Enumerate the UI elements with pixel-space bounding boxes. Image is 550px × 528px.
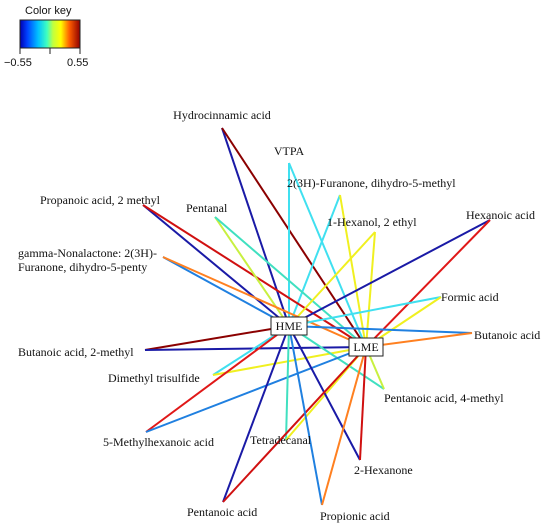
edge-lme-vtpa <box>288 162 367 348</box>
edge-hme-hexanoic <box>288 219 491 327</box>
color-key-title: Color key <box>25 5 72 17</box>
edge-lme-butanoic <box>365 332 473 348</box>
node-label-pentanoic: Pentanoic acid <box>187 505 257 519</box>
node-label-hexanone: 2-Hexanone <box>354 463 413 477</box>
edge-lme-furanone <box>339 194 367 348</box>
edge-hme-formic <box>288 296 442 327</box>
edge-hme-butanoic2m <box>144 325 290 351</box>
edge-hme-propanoic2m <box>142 204 290 327</box>
edge-hme-propionic <box>288 325 323 506</box>
node-label-gamma: gamma-Nonalactone: 2(3H)- <box>18 246 157 260</box>
edge-hme-pentanoic <box>222 325 290 503</box>
edge-lme-dimethyl <box>212 346 367 376</box>
node-label-hydrocinnamic: Hydrocinnamic acid <box>173 108 271 122</box>
edge-hme-hexanol <box>288 231 376 327</box>
edge-lme-pentanal <box>214 216 367 348</box>
color-key-min-label: −0.55 <box>4 57 32 69</box>
edge-hme-butanoic <box>288 325 473 334</box>
node-label-hexanoic: Hexanoic acid <box>466 208 535 222</box>
hub-lme: LME <box>348 337 384 357</box>
node-label-gamma-line2: Furanone, dihydro-5-penty <box>18 260 147 274</box>
node-label-pentanal: Pentanal <box>186 201 228 215</box>
edge-lme-gamma <box>162 256 367 348</box>
hub-nodes: HME LME <box>270 316 384 357</box>
edge-hme-tetradecanal <box>285 325 290 441</box>
node-label-furanone: 2(3H)-Furanone, dihydro-5-methyl <box>287 176 456 190</box>
node-label-hexanol: 1-Hexanol, 2 ethyl <box>327 215 417 229</box>
edge-hme-hydrocinnamic <box>221 127 290 327</box>
edge-lme-hexanone <box>359 346 367 461</box>
node-label-formic: Formic acid <box>441 290 499 304</box>
edge-lme-hexanol <box>365 231 376 348</box>
node-label-dimethyl: Dimethyl trisulfide <box>108 371 200 385</box>
color-key-max-label: 0.55 <box>67 57 88 69</box>
edge-lme-hydrocinnamic <box>221 127 367 348</box>
edge-lme-pentanoic <box>222 346 367 503</box>
color-key-bar <box>19 19 81 49</box>
node-label-methylhexanoic: 5-Methylhexanoic acid <box>103 435 214 449</box>
hub-label-lme: LME <box>353 340 378 354</box>
hub-hme: HME <box>270 316 308 336</box>
node-label-vtpa: VTPA <box>274 144 305 158</box>
edge-lme-methylhexanoic <box>145 346 367 433</box>
edge-hme-gamma <box>162 256 290 327</box>
hub-box-hme <box>270 316 308 336</box>
node-label-tetradecanal: Tetradecanal <box>250 433 312 447</box>
edges <box>142 127 491 506</box>
node-label-propionic: Propionic acid <box>320 509 390 523</box>
hub-box-lme <box>348 337 384 357</box>
edge-lme-hexanoic <box>365 219 491 348</box>
edge-lme-propionic <box>321 346 367 506</box>
node-label-butanoic: Butanoic acid <box>474 328 540 342</box>
hub-label-hme: HME <box>276 319 303 333</box>
color-key: Color key −0.55 0.55 <box>4 5 88 69</box>
edge-hme-methylhexanoic <box>145 325 290 433</box>
node-label-propanoic2m: Propanoic acid, 2 methyl <box>40 193 161 207</box>
node-label-butanoic2m: Butanoic acid, 2-methyl <box>18 345 134 359</box>
node-label-pentanoic4m: Pentanoic acid, 4-methyl <box>384 391 504 405</box>
